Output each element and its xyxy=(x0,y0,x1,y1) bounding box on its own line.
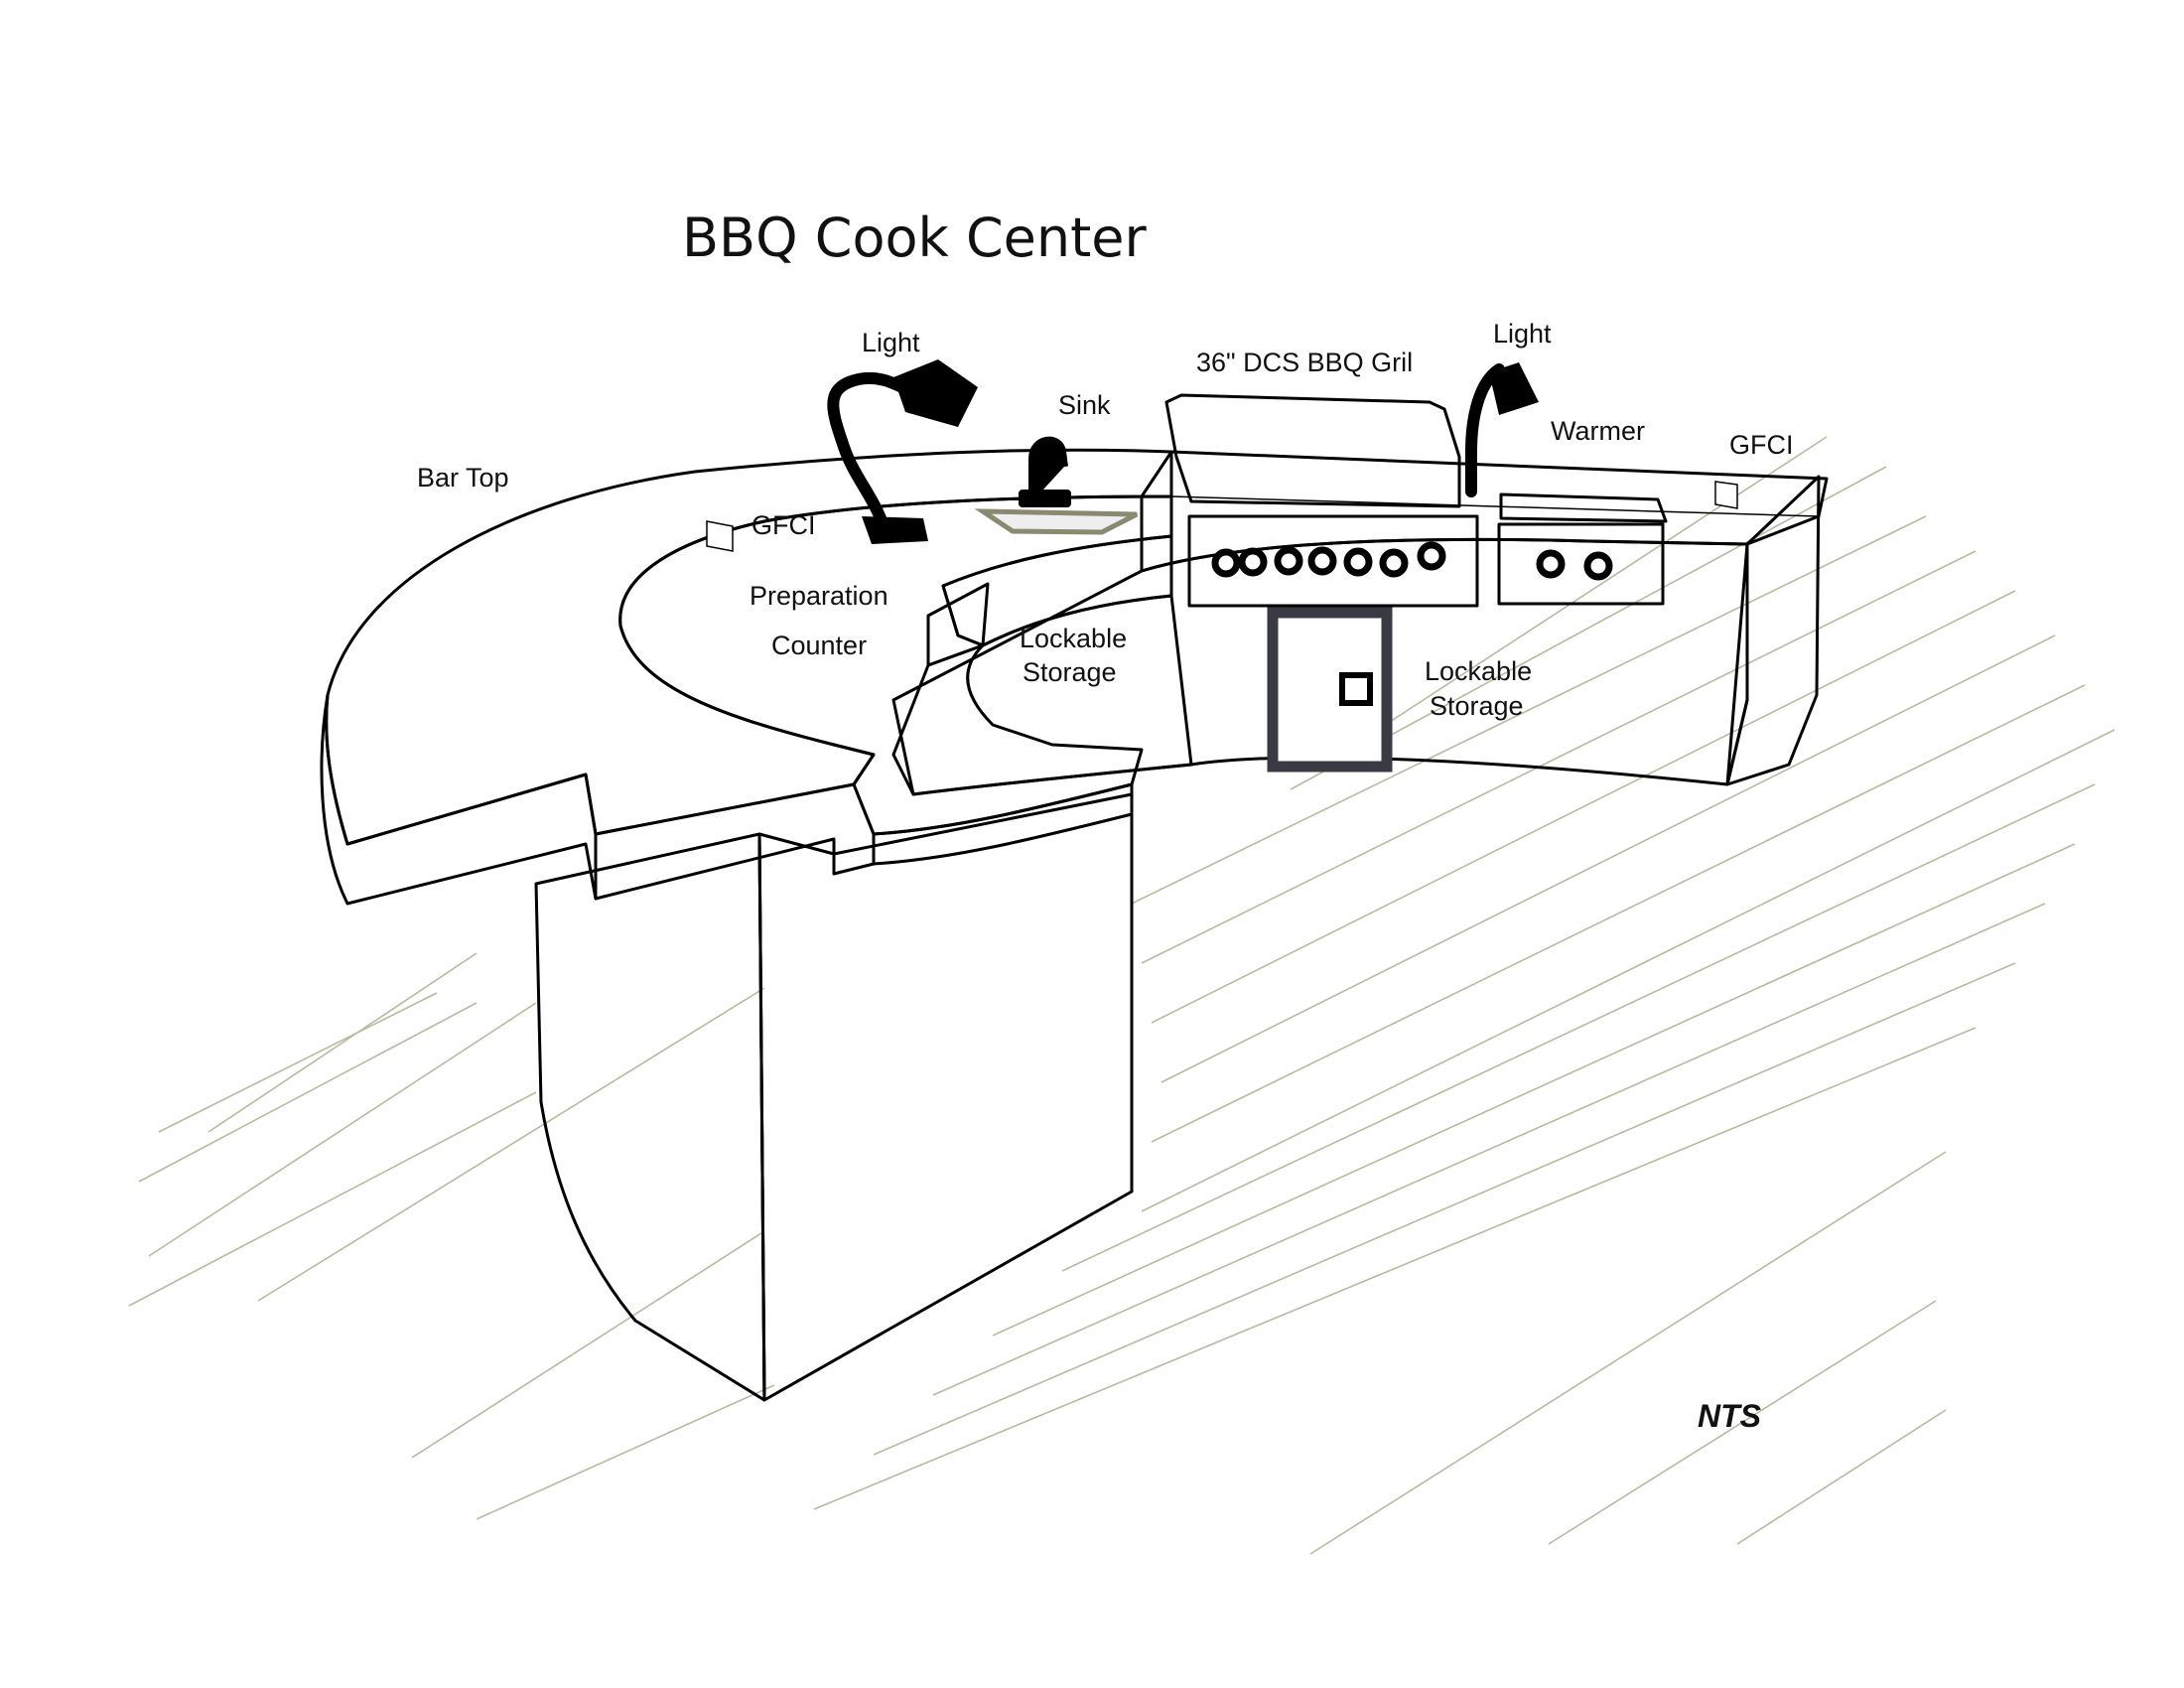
floor-line xyxy=(158,992,438,1133)
front-pedestal-left-face xyxy=(534,832,766,1402)
floor-line xyxy=(1736,1409,1947,1545)
inner-curved-wall-lower xyxy=(891,594,1193,796)
grill-knobs xyxy=(1211,541,1446,578)
floor-hatching xyxy=(128,436,2116,1555)
right-storage-lock[interactable] xyxy=(1339,672,1373,706)
front-pedestal-corner xyxy=(757,833,766,1401)
label-light-right: Light xyxy=(1493,319,1552,349)
label-storage-right-line1: Lockable xyxy=(1425,656,1532,686)
grill-knob[interactable] xyxy=(1379,548,1409,578)
floor-line xyxy=(1131,515,1927,905)
floor-line xyxy=(1309,1151,1947,1555)
sink-basin-rim xyxy=(974,508,1139,535)
front-pedestal-right-face xyxy=(757,792,1134,1402)
floor-line xyxy=(257,987,765,1302)
label-storage-right-line2: Storage xyxy=(1430,691,1524,721)
floor-line xyxy=(138,1002,478,1183)
floor-line xyxy=(1151,590,2016,1024)
light-right[interactable] xyxy=(1465,362,1539,497)
label-warmer: Warmer xyxy=(1551,416,1645,446)
floor-line xyxy=(932,903,2046,1396)
grill-knob[interactable] xyxy=(1274,546,1303,576)
label-gfci-left: GFCI xyxy=(751,510,816,540)
grill-hood-front xyxy=(1190,500,1460,507)
lamp-head-icon xyxy=(1489,362,1539,415)
floor-line xyxy=(992,843,2076,1336)
label-storage-left-line1: Lockable xyxy=(1020,624,1127,653)
floor-line xyxy=(207,952,478,1133)
floor-line xyxy=(873,962,2016,1456)
bar-top-edge xyxy=(320,693,598,906)
floor-line xyxy=(1548,1300,1937,1545)
warmer-knob[interactable] xyxy=(1583,551,1613,581)
grill-body xyxy=(1187,514,1479,608)
label-light-left: Light xyxy=(862,328,920,357)
grill-knob[interactable] xyxy=(1307,546,1337,576)
left-storage-door[interactable] xyxy=(926,582,990,667)
light-left[interactable] xyxy=(827,359,978,544)
prep-counter-front-edge xyxy=(872,782,1134,866)
label-storage-left: Lockable Storage xyxy=(1020,624,1135,687)
floor-line xyxy=(1151,684,2086,1143)
label-sink: Sink xyxy=(1058,390,1111,420)
diagram-title: BBQ Cook Center xyxy=(682,207,1148,269)
gfci-outlet-right xyxy=(1714,481,1738,509)
label-prep-counter: Preparation Counter xyxy=(750,581,895,660)
floor-line xyxy=(476,1384,775,1520)
floor-line xyxy=(813,1027,1977,1510)
warmer-knob[interactable] xyxy=(1536,549,1566,579)
floor-line xyxy=(1061,783,2096,1272)
grill-knob[interactable] xyxy=(1417,541,1446,571)
label-storage-left-line2: Storage xyxy=(1023,657,1117,687)
warmer-top xyxy=(1499,492,1668,523)
right-end-cap-edge xyxy=(1725,543,1749,785)
bbq-grill[interactable] xyxy=(1164,393,1479,608)
back-countertop-edge xyxy=(1170,495,1820,517)
lamp-head-icon xyxy=(893,359,978,427)
floor-line xyxy=(1160,634,2056,1083)
grill-knob[interactable] xyxy=(1211,548,1241,578)
faucet-icon xyxy=(1019,436,1071,507)
label-gfci-right: GFCI xyxy=(1729,430,1794,460)
label-grill: 36" DCS BBQ Gril xyxy=(1196,348,1413,377)
label-storage-right: Lockable Storage xyxy=(1425,656,1540,721)
counter-notch xyxy=(594,782,876,901)
gfci-outlet-left xyxy=(706,520,734,552)
label-nts: NTS xyxy=(1698,1398,1762,1434)
warmer[interactable] xyxy=(1497,492,1668,606)
floor-line xyxy=(1141,550,1977,964)
floor-line xyxy=(128,1091,537,1307)
floor-line xyxy=(411,1230,765,1459)
preparation-counter-surface xyxy=(618,494,1173,836)
grill-knob[interactable] xyxy=(1343,547,1373,577)
grill-knob[interactable] xyxy=(1238,547,1268,577)
label-prep-line2: Counter xyxy=(771,631,867,660)
floor-line xyxy=(148,1002,537,1257)
grill-hood xyxy=(1164,393,1461,508)
right-end-cap xyxy=(1725,475,1821,786)
label-bar-top: Bar Top xyxy=(417,463,509,492)
floor-line xyxy=(1141,729,2116,1212)
label-prep-line1: Preparation xyxy=(750,581,888,611)
floor-line xyxy=(1369,436,1828,736)
warmer-body xyxy=(1497,522,1665,606)
lamp-arm xyxy=(827,371,917,532)
sink[interactable] xyxy=(974,436,1139,535)
lamp-base xyxy=(862,516,928,544)
